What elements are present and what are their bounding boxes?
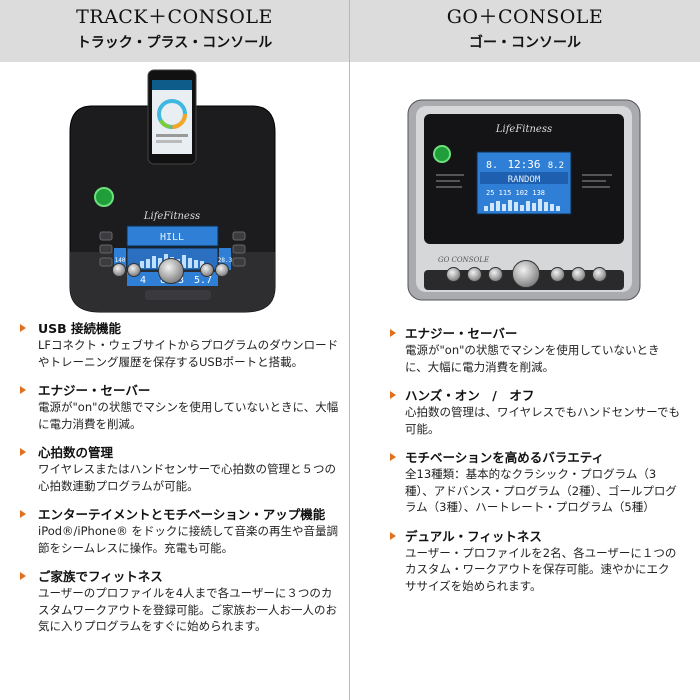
track-button-1 <box>112 263 126 277</box>
go-brand-text: LifeFitness <box>495 124 552 135</box>
feature-body: 全13種類：基本的なクラシック・プログラム（3種）、アドバンス・プログラム（2種… <box>405 467 677 514</box>
feature-title: エンターテイメントとモチベーション・アップ機能 <box>38 507 326 522</box>
go-button-5 <box>571 267 586 282</box>
track-media-buttons <box>145 290 211 300</box>
svg-text:140: 140 <box>115 257 126 264</box>
feature-title: エナジー・セーバー <box>38 383 151 398</box>
bullet-icon <box>20 510 26 518</box>
go-button-6 <box>592 267 607 282</box>
feature-title: 心拍数の管理 <box>38 445 114 460</box>
svg-text:5.7: 5.7 <box>194 275 212 286</box>
feature-body: ユーザーのプロファイルを4人まで各ユーザーに３つのカスタムワークアウトを登録可能… <box>38 586 337 633</box>
go-console-image: LifeFitness 8. 12:36 8.2 RANDOM 25 115 1… <box>350 62 700 320</box>
feature-title: デュアル・フィットネス <box>405 528 542 544</box>
go-feature-list: エナジー・セーバー 電源が"on"の状態でマシンを使用していないときに、大幅に電… <box>350 325 700 606</box>
go-feature-variety: モチベーションを高めるバラエティ 全13種類：基本的なクラシック・プログラム（3… <box>350 449 700 516</box>
track-brand-text: LifeFitness <box>143 211 200 222</box>
track-lcd-text: HILL <box>160 232 184 243</box>
go-logo-text: GO CONSOLE <box>438 256 489 264</box>
track-button-4 <box>215 263 229 277</box>
go-title: GO＋CONSOLE <box>446 6 604 28</box>
feature-body: 心拍数の管理は、ワイヤレスでもハンドセンサーでも可能。 <box>405 405 680 436</box>
go-feature-energy-saver: エナジー・セーバー 電源が"on"の状態でマシンを使用していないときに、大幅に電… <box>350 325 700 375</box>
go-console-column: GO＋CONSOLE ゴー・コンソール LifeFitness 8. 12:36… <box>350 0 700 700</box>
go-button-3 <box>488 267 503 282</box>
go-feature-dual-fitness: デュアル・フィットネス ユーザー・プロファイルを2名、各ユーザーに１つのカスタム… <box>350 528 700 595</box>
track-button-3 <box>200 263 214 277</box>
track-button-2 <box>127 263 141 277</box>
feature-title: モチベーションを高めるバラエティ <box>405 450 605 465</box>
go-dial <box>512 260 540 288</box>
track-header: TRACK＋CONSOLE トラック・プラス・コンソール <box>0 0 349 62</box>
bullet-icon <box>20 386 26 394</box>
go-lcd-time: 12:36 <box>507 158 540 171</box>
track-title: TRACK＋CONSOLE <box>76 6 273 28</box>
bullet-icon <box>20 572 26 580</box>
bullet-icon <box>20 448 26 456</box>
track-console-image: LifeFitness HILL 140 28.3 4 <box>0 62 349 320</box>
go-button-1 <box>446 267 461 282</box>
bullet-icon <box>390 391 396 399</box>
go-feature-hands-on-off: ハンズ・オン / オフ 心拍数の管理は、ワイヤレスでもハンドセンサーでも可能。 <box>350 387 700 437</box>
svg-text:4: 4 <box>140 275 146 286</box>
track-console-illustration: LifeFitness HILL 140 28.3 4 <box>69 69 276 313</box>
ipod-screen-header <box>152 80 192 90</box>
go-lcd-mode: RANDOM <box>508 175 541 185</box>
go-button-4 <box>550 267 565 282</box>
bullet-icon <box>390 329 396 337</box>
column-divider <box>349 0 350 700</box>
go-button-2 <box>467 267 482 282</box>
bullet-icon <box>390 531 396 540</box>
feature-body: ワイヤレスまたはハンドセンサーで心拍数の管理と５つの心拍数連動プログラムが可能。 <box>38 462 336 493</box>
track-feature-heart-rate: 心拍数の管理 ワイヤレスまたはハンドセンサーで心拍数の管理と５つの心拍数連動プロ… <box>0 444 349 494</box>
svg-text:28.3: 28.3 <box>218 257 233 264</box>
feature-body: 電源が"on"の状態でマシンを使用していないときに、大幅に電力消費を削減。 <box>405 343 660 374</box>
svg-text:8.2: 8.2 <box>548 161 564 171</box>
feature-body: 電源が"on"の状態でマシンを使用していないときに、大幅に電力消費を削減。 <box>38 400 339 431</box>
svg-text:8.: 8. <box>486 160 498 171</box>
feature-title: USB 接続機能 <box>38 321 122 336</box>
track-feature-energy-saver: エナジー・セーバー 電源が"on"の状態でマシンを使用していないときに、大幅に電… <box>0 382 349 432</box>
track-feature-entertainment: エンターテイメントとモチベーション・アップ機能 iPod®/iPhone® をド… <box>0 506 349 556</box>
go-header: GO＋CONSOLE ゴー・コンソール <box>350 0 700 62</box>
feature-title: ご家族でフィットネス <box>38 569 163 584</box>
feature-title: エナジー・セーバー <box>405 326 518 341</box>
track-feature-family: ご家族でフィットネス ユーザーのプロファイルを4人まで各ユーザーに３つのカスタム… <box>0 568 349 635</box>
svg-text:25 115 102 138: 25 115 102 138 <box>486 189 545 197</box>
feature-body: iPod®/iPhone® をドックに接続して音楽の再生や音量調節をシームレスに… <box>38 524 339 555</box>
feature-title: ハンズ・オン / オフ <box>405 388 535 403</box>
track-feature-usb: USB 接続機能 LFコネクト・ウェブサイトからプログラムのダウンロードやトレー… <box>0 320 349 370</box>
feature-body: LFコネクト・ウェブサイトからプログラムのダウンロードやトレーニング履歴を保存す… <box>38 338 339 369</box>
track-dial <box>158 258 184 284</box>
go-subtitle: ゴー・コンソール <box>469 35 581 51</box>
track-subtitle: トラック・プラス・コンソール <box>76 35 273 51</box>
track-console-column: TRACK＋CONSOLE トラック・プラス・コンソール <box>0 0 349 700</box>
track-feature-list: USB 接続機能 LFコネクト・ウェブサイトからプログラムのダウンロードやトレー… <box>0 320 349 647</box>
feature-body: ユーザー・プロファイルを2名、各ユーザーに１つのカスタム・ワークアウトを保存可能… <box>405 545 677 593</box>
bullet-icon <box>20 324 26 332</box>
bullet-icon <box>390 453 396 461</box>
